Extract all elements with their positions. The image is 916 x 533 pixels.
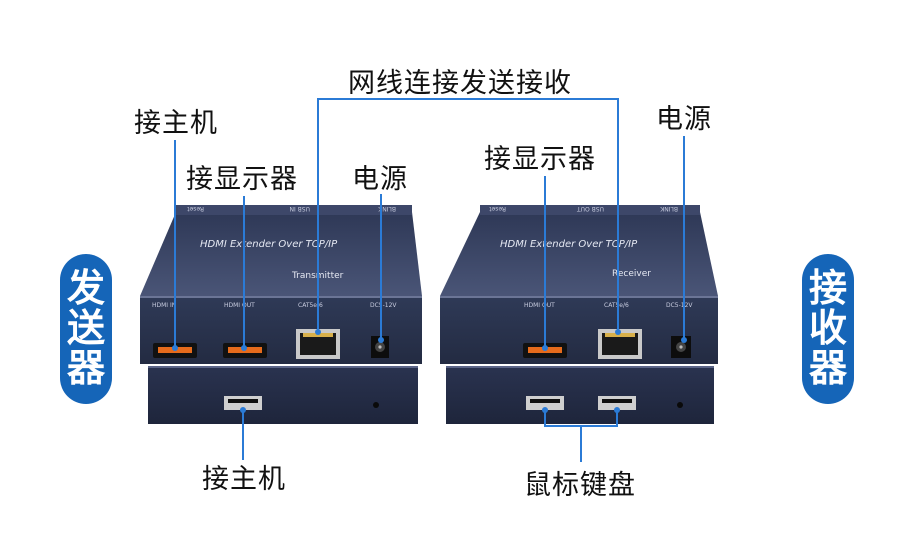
- receiver-lower-module: [446, 366, 714, 424]
- receiver-badge-char-3: 器: [808, 345, 847, 390]
- tx-rear-label-usb: USB IN: [290, 205, 310, 212]
- transmitter-top: [140, 212, 422, 296]
- label-network-connection: 网线连接发送接收: [348, 68, 572, 99]
- sender-badge: 发 送 器: [60, 254, 112, 404]
- label-connect-host-bottom: 接主机: [202, 464, 286, 495]
- tx-rear-label-reset: Reset: [187, 205, 204, 212]
- tx-top-text: HDMI Extender Over TCP/IP: [200, 239, 338, 250]
- sender-badge-char-3: 器: [66, 345, 105, 390]
- tx-led-indicator: [373, 402, 379, 408]
- sender-badge-char-2: 送: [66, 306, 105, 351]
- rx-port-label-cat: CAT5e/6: [604, 302, 629, 309]
- callout-lines: [174, 98, 685, 462]
- tx-port-label-hdmi-in: HDMI IN: [152, 302, 176, 309]
- label-power-rx: 电源: [656, 104, 712, 135]
- transmitter-lower-module: [148, 366, 418, 424]
- receiver-top: [440, 212, 718, 296]
- tx-port-label-hdmi-out: HDMI OUT: [224, 302, 255, 309]
- tx-port-label-cat: CAT5e/6: [298, 302, 323, 309]
- callout-dots: [172, 329, 687, 413]
- rx-rear-label-reset: Reset: [489, 205, 506, 212]
- label-connect-host-top: 接主机: [134, 108, 218, 139]
- transmitter-unit: Reset USB IN BLINK HDMI Extender Over TC…: [140, 205, 422, 424]
- rx-usb-port-2: [598, 396, 636, 410]
- receiver-badge: 接 收 器: [802, 254, 854, 404]
- tx-power-port: [371, 336, 389, 358]
- rx-rear-label-blink: BLINK: [659, 205, 678, 212]
- rx-ethernet-port: [598, 329, 642, 359]
- tx-rear-label-blink: BLINK: [377, 205, 396, 212]
- receiver-unit: Reset USB OUT BLINK HDMI Extender Over T…: [440, 205, 718, 424]
- receiver-badge-char-1: 接: [808, 266, 847, 311]
- sender-badge-char-1: 发: [66, 266, 105, 311]
- rx-model: Receiver: [612, 269, 651, 279]
- rx-led-indicator: [677, 402, 683, 408]
- tx-usb-port: [224, 396, 262, 410]
- rx-power-port: [671, 336, 691, 358]
- tx-port-label-dc: DC5-12V: [370, 302, 397, 309]
- rx-port-label-dc: DC5-12V: [666, 302, 693, 309]
- rx-rear-label-usb: USB OUT: [577, 205, 604, 212]
- receiver-badge-char-2: 收: [808, 306, 847, 351]
- label-power-tx: 电源: [352, 164, 408, 195]
- label-connect-display-rx: 接显示器: [484, 144, 596, 175]
- callout-network: [317, 98, 619, 332]
- rx-port-label-hdmi-out: HDMI OUT: [524, 302, 555, 309]
- rx-usb-port-1: [526, 396, 564, 410]
- label-mouse-keyboard: 鼠标键盘: [524, 470, 636, 501]
- rx-top-text: HDMI Extender Over TCP/IP: [500, 239, 638, 250]
- label-connect-display-tx: 接显示器: [186, 164, 298, 195]
